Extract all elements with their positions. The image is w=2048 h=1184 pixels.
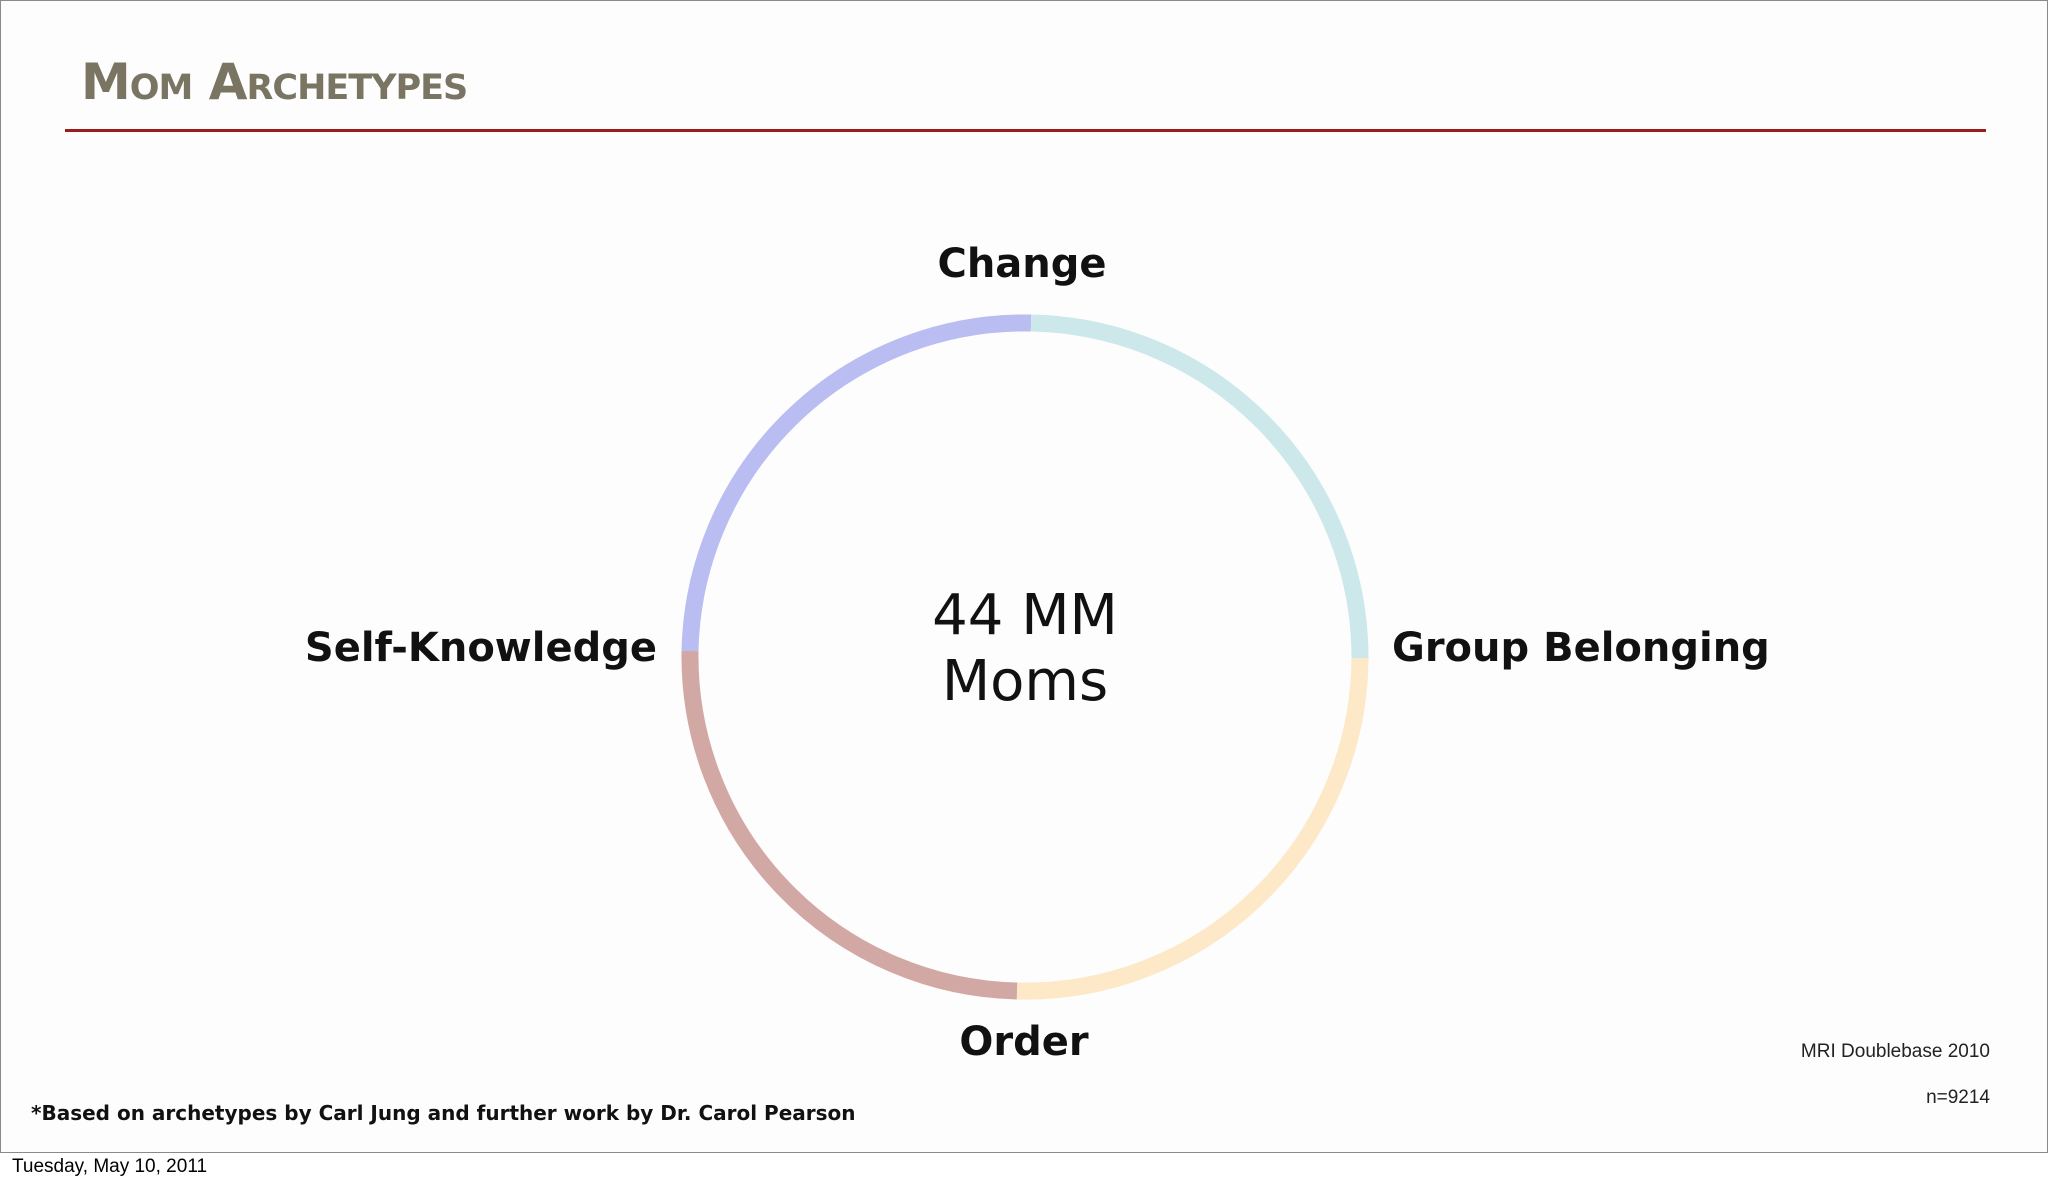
center-summary: 44 MM Moms: [825, 583, 1225, 715]
center-subject: Moms: [941, 649, 1109, 714]
ring-segment-self-knowledge-to-change: [681, 314, 1032, 652]
center-count: 44 MM: [932, 583, 1118, 648]
slide: Mom Archetypes Change Self-Knowledge Gro…: [0, 0, 2048, 1153]
slide-title: Mom Archetypes: [81, 53, 468, 111]
archetype-label-change: Change: [1, 241, 2047, 287]
archetype-label-order-text: Order: [959, 1019, 1089, 1065]
archetype-label-order: Order: [1, 1019, 2047, 1065]
print-date: Tuesday, May 10, 2011: [12, 1156, 208, 1177]
ring-segment-order-to-self-knowledge: [681, 650, 1018, 1000]
footnote: *Based on archetypes by Carl Jung and fu…: [31, 1101, 856, 1125]
archetype-label-change-text: Change: [937, 241, 1107, 287]
title-divider: [65, 129, 1986, 132]
archetype-label-self-knowledge: Self-Knowledge: [304, 625, 657, 671]
archetype-label-group-belonging: Group Belonging: [1392, 625, 1770, 671]
data-source: MRI Doublebase 2010: [1800, 1041, 1990, 1062]
archetype-ring: [681, 314, 1369, 1000]
sample-size: n=9214: [1926, 1087, 1990, 1108]
ring-segment-change-to-group-belonging: [1030, 314, 1369, 659]
ring-segment-group-belonging-to-order: [1016, 657, 1369, 1000]
